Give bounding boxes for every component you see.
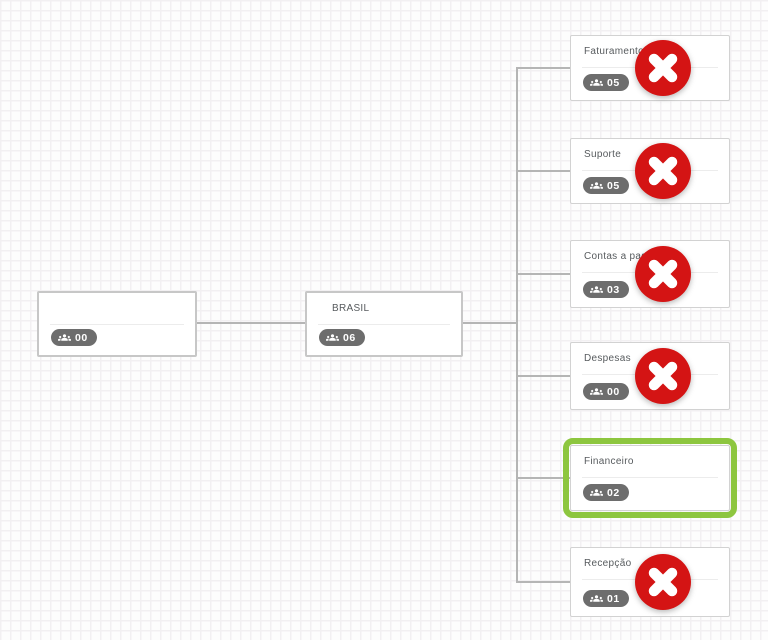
connector-line	[517, 170, 570, 172]
node-title: BRASIL	[332, 303, 370, 314]
member-count-badge: 00	[583, 383, 629, 400]
member-count-badge: 05	[583, 74, 629, 91]
users-group-icon	[590, 385, 603, 398]
connector-line	[517, 581, 570, 583]
node-despesas[interactable]: Despesas 00	[570, 342, 730, 410]
users-group-icon	[590, 486, 603, 499]
node-root[interactable]: 00	[37, 291, 197, 357]
member-count: 00	[607, 385, 620, 398]
member-count: 05	[607, 179, 620, 192]
node-suporte[interactable]: Suporte 05	[570, 138, 730, 204]
connector-line	[197, 322, 305, 324]
node-divider	[50, 324, 184, 325]
connector-line	[517, 273, 570, 275]
node-faturamento[interactable]: Faturamento 05	[570, 35, 730, 101]
x-circle-icon	[635, 554, 691, 610]
users-group-icon	[590, 592, 603, 605]
member-count: 06	[343, 331, 356, 344]
member-count-badge: 03	[583, 281, 629, 298]
member-count-badge: 01	[583, 590, 629, 607]
node-divider	[318, 324, 450, 325]
connector-line	[517, 67, 570, 69]
connector-line	[517, 477, 570, 479]
node-recepcao[interactable]: Recepção 01	[570, 547, 730, 617]
member-count: 02	[607, 486, 620, 499]
member-count-badge: 06	[319, 329, 365, 346]
node-brasil[interactable]: BRASIL 06	[305, 291, 463, 357]
users-group-icon	[590, 179, 603, 192]
users-group-icon	[590, 283, 603, 296]
remove-node-button[interactable]	[635, 143, 691, 199]
x-circle-icon	[635, 40, 691, 96]
x-circle-icon	[635, 143, 691, 199]
remove-node-button[interactable]	[635, 40, 691, 96]
node-contas-a-pagar[interactable]: Contas a pagar 03	[570, 240, 730, 308]
x-circle-icon	[635, 348, 691, 404]
member-count: 05	[607, 76, 620, 89]
connector-line	[463, 322, 517, 324]
node-title: Suporte	[584, 149, 622, 160]
member-count: 03	[607, 283, 620, 296]
node-title: Despesas	[584, 353, 631, 364]
member-count-badge: 00	[51, 329, 97, 346]
users-group-icon	[58, 331, 71, 344]
node-title: Recepção	[584, 558, 632, 569]
remove-node-button[interactable]	[635, 554, 691, 610]
node-title: Faturamento	[584, 46, 644, 57]
node-divider	[582, 477, 718, 478]
users-group-icon	[590, 76, 603, 89]
member-count: 01	[607, 592, 620, 605]
member-count: 00	[75, 331, 88, 344]
member-count-badge: 02	[583, 484, 629, 501]
users-group-icon	[326, 331, 339, 344]
connector-trunk-line	[516, 67, 518, 583]
connector-line	[517, 375, 570, 377]
member-count-badge: 05	[583, 177, 629, 194]
remove-node-button[interactable]	[635, 348, 691, 404]
node-title: Financeiro	[584, 456, 634, 467]
node-financeiro-selected[interactable]: Financeiro 02	[563, 438, 737, 518]
remove-node-button[interactable]	[635, 246, 691, 302]
x-circle-icon	[635, 246, 691, 302]
node-title: Contas a pagar	[584, 251, 657, 262]
